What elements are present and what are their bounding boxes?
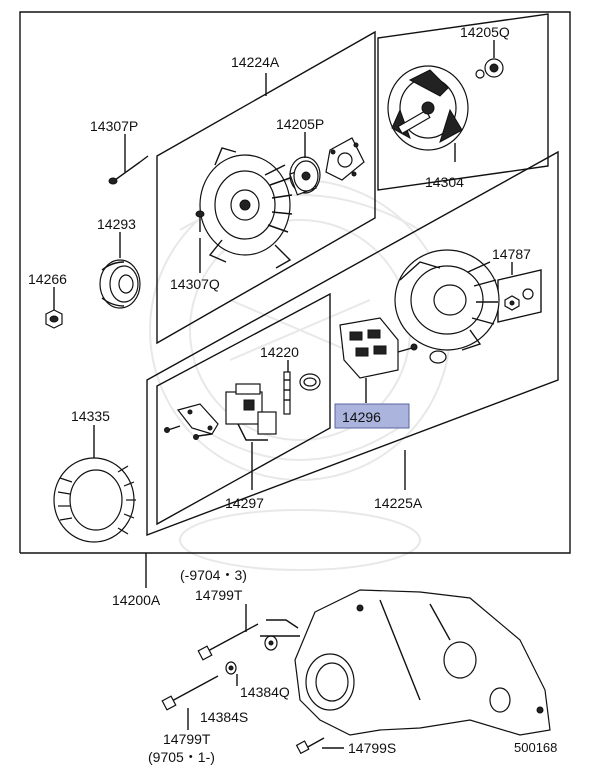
bolt-14799T-upper xyxy=(197,623,278,661)
label-date-upper: (-9704・3) xyxy=(180,567,247,583)
pulley-14293 xyxy=(99,259,141,309)
group-box-14225A xyxy=(146,150,559,537)
bolt-14307P xyxy=(108,155,149,185)
highlight-14296 xyxy=(334,403,410,429)
label-14799T-lower[interactable]: 14799T xyxy=(163,731,211,747)
bolt-14799S xyxy=(295,737,325,755)
bearing-14205Q xyxy=(475,58,504,79)
stator-14335 xyxy=(53,457,136,543)
label-14266[interactable]: 14266 xyxy=(28,271,67,287)
part-labels: 14205Q 14224A 14307P 14205P 14304 14293 … xyxy=(28,24,557,765)
engine-mount-housing xyxy=(294,589,551,736)
label-14297[interactable]: 14297 xyxy=(225,495,264,511)
label-14225A[interactable]: 14225A xyxy=(374,495,423,511)
bolt-14799T-lower xyxy=(161,661,237,711)
label-14384S[interactable]: 14384S xyxy=(200,709,248,725)
screw-14307Q xyxy=(195,210,205,232)
label-14799S[interactable]: 14799S xyxy=(348,740,396,756)
group-box-14787 xyxy=(497,269,542,323)
label-14384Q[interactable]: 14384Q xyxy=(240,684,290,700)
terminal-14787 xyxy=(504,288,534,311)
label-14799T-upper[interactable]: 14799T xyxy=(195,587,243,603)
label-14335[interactable]: 14335 xyxy=(71,408,110,424)
label-14205Q[interactable]: 14205Q xyxy=(460,24,510,40)
label-14220[interactable]: 14220 xyxy=(260,344,299,360)
front-bracket-14224A xyxy=(199,147,293,269)
group-box-14297 xyxy=(156,292,331,526)
label-date-lower: (9705・1-) xyxy=(148,749,215,765)
label-14205P[interactable]: 14205P xyxy=(276,116,324,132)
bearing-14205P xyxy=(289,156,321,196)
regulator-bracket xyxy=(164,403,219,440)
rectifier-14296 xyxy=(339,317,418,379)
group-box-14304 xyxy=(377,13,549,191)
label-14200A[interactable]: 14200A xyxy=(112,592,161,608)
label-14293[interactable]: 14293 xyxy=(97,216,136,232)
group-box-14224A xyxy=(156,30,376,345)
label-14224A[interactable]: 14224A xyxy=(231,54,280,70)
watermark-emblem xyxy=(149,179,451,571)
leader-lines xyxy=(53,40,513,749)
nut-14266 xyxy=(45,309,63,329)
regulator-14297 xyxy=(225,383,277,441)
label-14787[interactable]: 14787 xyxy=(492,246,531,262)
retainer-plate xyxy=(325,137,365,181)
label-14296[interactable]: 14296 xyxy=(342,409,381,425)
label-14307Q[interactable]: 14307Q xyxy=(170,276,220,292)
rotor-14304 xyxy=(387,65,469,151)
diagram-code: 500168 xyxy=(514,740,557,755)
assembly-frame xyxy=(19,11,571,554)
brush-14220 xyxy=(283,371,321,415)
rear-bracket-14225A xyxy=(394,249,500,364)
label-14304[interactable]: 14304 xyxy=(425,174,464,190)
label-14307P[interactable]: 14307P xyxy=(90,118,138,134)
